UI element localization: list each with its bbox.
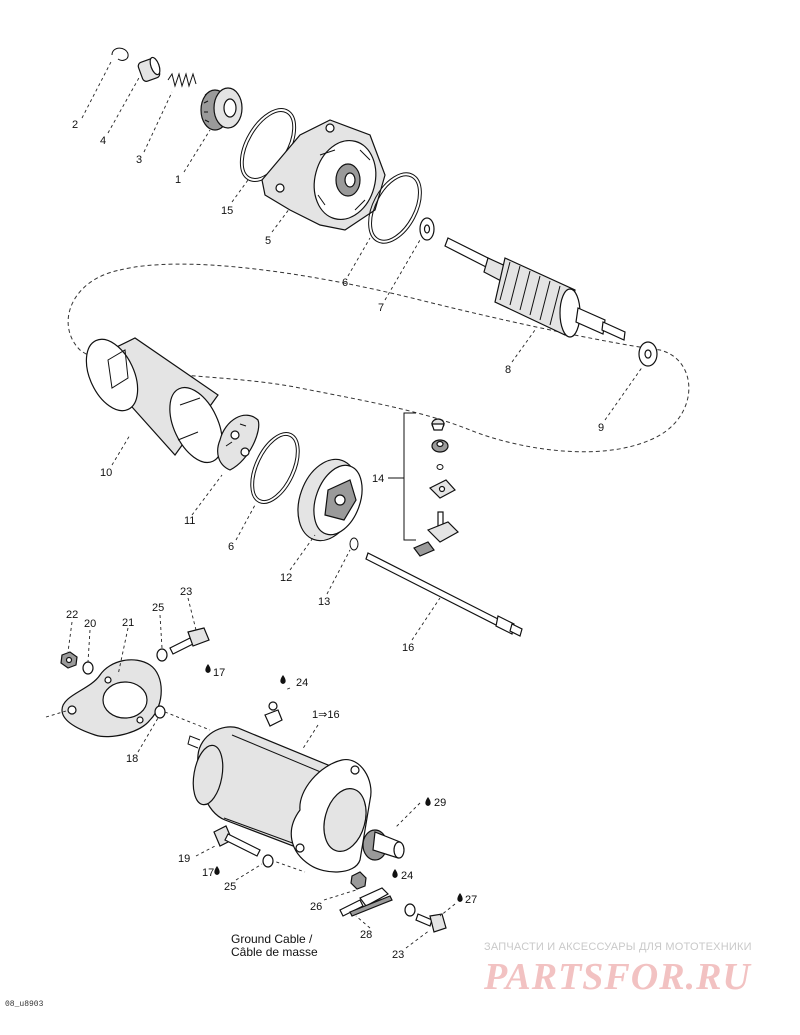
- callout-5: 5: [265, 235, 271, 247]
- part-25-washer-lower: [262, 854, 274, 868]
- part-10-yoke-frame: [85, 337, 223, 464]
- part-6-o-ring-lower: [250, 432, 300, 504]
- part-4-stop-collar: [137, 56, 161, 82]
- watermark-logo-text: PARTSFOR.RU: [484, 956, 751, 998]
- watermark-tagline: ЗАПЧАСТИ И АКСЕССУАРЫ ДЛЯ МОТОТЕХНИКИ: [484, 941, 752, 953]
- callout-19: 19: [178, 853, 190, 865]
- dashed-loop-outline: [67, 263, 690, 453]
- callout-6-lower: 6: [228, 541, 234, 553]
- oil-drop-icon-24b: [392, 869, 398, 878]
- callout-26: 26: [310, 901, 322, 913]
- part-1-drive-pinion: [200, 87, 243, 131]
- callout-10: 10: [100, 467, 112, 479]
- part-19-bolt: [213, 825, 261, 857]
- part-3-spring: [167, 72, 197, 88]
- part-6-o-ring-upper-inner: [371, 175, 419, 241]
- part-11-brush-holder: [217, 414, 260, 471]
- callout-4: 4: [100, 135, 106, 147]
- callout-24-upper: 24: [296, 677, 308, 689]
- callout-23-upper: 23: [180, 586, 192, 598]
- ground-cable-label-fr: Câble de masse: [231, 945, 318, 959]
- callout-3: 3: [136, 154, 142, 166]
- part-8-armature: [444, 237, 626, 341]
- part-21-mounting-bracket: [61, 659, 162, 738]
- callout-11: 11: [184, 515, 195, 527]
- part-25-washer-upper: [156, 648, 168, 662]
- oil-drop-icon-17b: [214, 866, 220, 875]
- callout-14: 14: [372, 473, 384, 485]
- callout-22: 22: [66, 609, 78, 621]
- part-22-nut: [60, 651, 78, 669]
- callout-18: 18: [126, 753, 138, 765]
- callout-13: 13: [318, 596, 330, 608]
- oil-drop-icon-24a: [280, 675, 286, 684]
- part-16-through-bolt: [365, 552, 523, 637]
- callout-23-lower: 23: [392, 949, 404, 961]
- callout-21: 21: [122, 617, 134, 629]
- callout-1-to-16: 1⇒16: [312, 709, 340, 721]
- part-washer-lower-right: [404, 903, 416, 917]
- callout-1: 1: [175, 174, 181, 186]
- part-26-ground-cable: [339, 887, 389, 917]
- ground-cable-label-en: Ground Cable /: [231, 932, 313, 946]
- starter-motor-assembly: [187, 701, 405, 873]
- callout-25-lower: 25: [224, 881, 236, 893]
- bracket-leader-right: [164, 711, 211, 731]
- callout-15: 15: [221, 205, 233, 217]
- part-13-small-o-ring: [349, 537, 359, 551]
- callout-27: 27: [465, 894, 477, 906]
- callout-17-upper: 17: [213, 667, 225, 679]
- oil-drop-icon-17a: [205, 664, 211, 673]
- oil-drop-icon-27: [457, 893, 463, 902]
- part-5-front-housing: [261, 119, 386, 231]
- oil-drop-icon-29: [425, 797, 431, 806]
- callout-8: 8: [505, 364, 511, 376]
- callout-7: 7: [378, 302, 384, 314]
- part-18-washer: [154, 705, 166, 719]
- part-7-washer: [419, 217, 435, 241]
- part-23-bolt-lower: [415, 913, 447, 933]
- ground-cable-label: Ground Cable / Câble de masse: [231, 933, 318, 959]
- part-20-washer: [82, 661, 94, 675]
- part-9-washer: [638, 341, 658, 367]
- part-24-nut-lower: [350, 871, 367, 890]
- callout-labels: 2 4 3 1 15 5 6 7 8 9 10 14 11 6 12 13 16…: [66, 119, 604, 961]
- callout-2: 2: [72, 119, 78, 131]
- callout-17-lower: 17: [202, 867, 214, 879]
- callout-9: 9: [598, 422, 604, 434]
- callout-28: 28: [360, 929, 372, 941]
- callout-20: 20: [84, 618, 96, 630]
- callout-16: 16: [402, 642, 414, 654]
- callout-25-upper: 25: [152, 602, 164, 614]
- callout-29: 29: [434, 797, 446, 809]
- part-14-terminal-kit: [388, 412, 459, 557]
- part-6-o-ring-upper: [368, 172, 422, 244]
- leader-lines: [67, 59, 644, 949]
- part-28-cable: [349, 895, 393, 917]
- callout-6-upper: 6: [342, 277, 348, 289]
- part-23-bolt-upper: [169, 627, 210, 655]
- callout-24-lower: 24: [401, 870, 413, 882]
- callout-12: 12: [280, 572, 292, 584]
- part-2-retaining-ring: [111, 47, 129, 61]
- part-6-o-ring-lower-inner: [253, 434, 297, 502]
- part-12-end-cover: [297, 458, 363, 542]
- figure-code: 08_u8903: [5, 1000, 44, 1009]
